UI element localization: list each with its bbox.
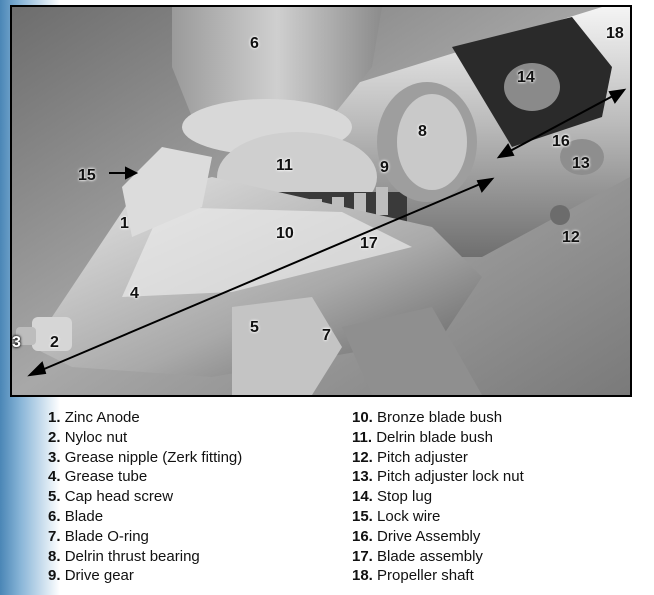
callout-1: 1 — [120, 215, 129, 232]
legend-item: 8. Delrin thrust bearing — [48, 547, 200, 565]
callout-15: 15 — [78, 167, 96, 184]
callout-8: 8 — [418, 123, 427, 140]
callout-16: 16 — [552, 133, 570, 150]
callout-10: 10 — [276, 225, 294, 242]
legend-item: 5. Cap head screw — [48, 488, 174, 506]
callout-2: 2 — [50, 334, 59, 351]
callout-13: 13 — [572, 155, 590, 172]
callout-3: 3 — [12, 334, 21, 351]
callout-18: 18 — [606, 25, 624, 42]
propeller-photo: 1 2 3 4 5 6 7 8 9 10 11 12 13 14 15 16 1… — [10, 5, 632, 397]
legend-item: 2. Nyloc nut — [48, 428, 128, 446]
callout-14: 14 — [517, 69, 535, 86]
legend-item: 4. Grease tube — [48, 468, 148, 486]
callout-7: 7 — [322, 327, 331, 344]
legend-item: 6. Blade — [48, 507, 104, 525]
legend-item: 10. Bronze blade bush — [352, 409, 503, 426]
legend-item: 13. Pitch adjuster lock nut — [352, 468, 524, 486]
legend-item: 3. Grease nipple (Zerk fitting) — [48, 448, 243, 466]
legend-item: 15. Lock wire — [352, 507, 441, 525]
callout-12: 12 — [562, 229, 580, 246]
legend-item: 14. Stop lug — [352, 488, 433, 506]
callout-6: 6 — [250, 35, 259, 52]
callout-9: 9 — [380, 159, 389, 176]
legend-column-1: 1. Zinc Anode 2. Nyloc nut 3. Grease nip… — [48, 408, 242, 586]
callout-17: 17 — [360, 235, 378, 252]
legend-item: 7. Blade O-ring — [48, 527, 149, 545]
callout-11: 11 — [276, 157, 293, 174]
legend-item: 18. Propeller shaft — [352, 567, 474, 585]
callout-4: 4 — [130, 285, 139, 302]
legend-item: 1. Zinc Anode — [48, 409, 140, 426]
legend-item: 9. Drive gear — [48, 567, 134, 585]
propeller-illustration — [12, 7, 630, 395]
legend-item: 16. Drive Assembly — [352, 527, 481, 545]
legend-item: 11. Delrin blade bush — [352, 428, 493, 446]
legend-column-2: 10. Bronze blade bush 11. Delrin blade b… — [352, 408, 524, 586]
legend-item: 12. Pitch adjuster — [352, 448, 468, 466]
callout-5: 5 — [250, 319, 259, 336]
legend-item: 17. Blade assembly — [352, 547, 483, 565]
